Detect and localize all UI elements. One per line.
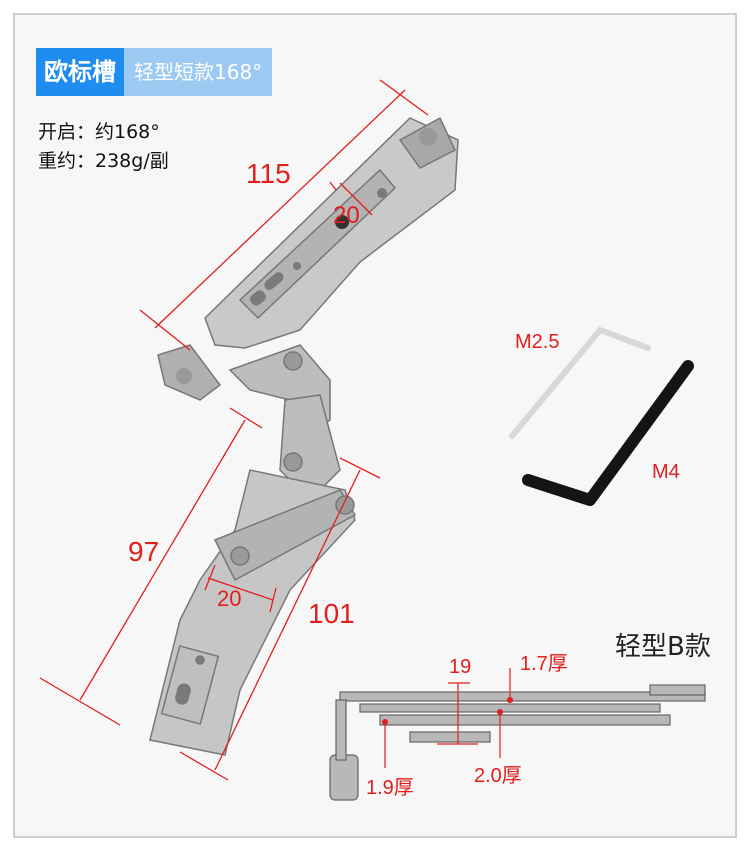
thickness-19: 1.9厚 [366, 777, 414, 799]
top-length-dim: 115 [246, 158, 291, 189]
side-width-19: 19 [449, 656, 472, 678]
side-view-title: 轻型B款 [615, 632, 711, 662]
spec-list: 开启：约168° 重约：238g/副 [38, 118, 169, 176]
upper-hinge-holes [176, 128, 437, 384]
side-view-drawing [329, 684, 706, 801]
bottom-left-dim: 97 [128, 536, 160, 567]
product-badge: 欧标槽 轻型短款168° [36, 48, 273, 96]
model-label: 轻型短款168° [124, 48, 273, 96]
m25-wrench [509, 326, 651, 439]
top-width-dim: 20 [333, 202, 360, 229]
m25-wrench-label: M2.5 [515, 331, 560, 353]
lower-hinge-arm [149, 469, 357, 756]
m4-wrench-label: M4 [652, 461, 680, 483]
thickness-20: 2.0厚 [474, 765, 522, 787]
spec-weight: 重约：238g/副 [38, 150, 169, 172]
m4-wrench [522, 360, 694, 506]
spec-open-angle: 开启：约168° [38, 121, 160, 143]
hinge-linkage [228, 344, 341, 502]
thickness-17: 1.7厚 [520, 653, 568, 675]
bottom-right-dim: 101 [308, 598, 355, 629]
bottom-width-dim: 20 [217, 586, 242, 611]
dimension-lines [39, 79, 429, 781]
side-view-callouts [384, 668, 511, 768]
series-label: 欧标槽 [36, 48, 124, 96]
